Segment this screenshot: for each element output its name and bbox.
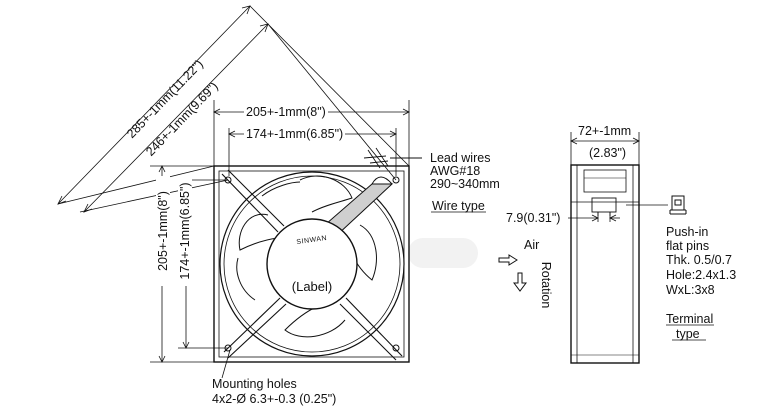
mounting-line1: Mounting holes [212, 377, 297, 391]
terminal-type-title-2: type [676, 327, 700, 341]
fan-shroud [219, 171, 405, 357]
wire-line2: AWG#18 [430, 164, 481, 178]
overlay-pill [408, 238, 478, 268]
rotation-label: Rotation [539, 261, 553, 309]
terminal-block [591, 197, 617, 213]
terminal-line4: Hole:2.4x1.3 [666, 268, 737, 282]
terminal-line3: Thk. 0.5/0.7 [666, 253, 733, 267]
depth-dimension-lines [568, 132, 668, 222]
fan-hub [266, 218, 358, 310]
height-outer-label: 205+-1mm(8") [156, 176, 170, 286]
diagonal-dimension-lines [57, 5, 410, 213]
side-view [570, 164, 640, 364]
depth-inch-label: (2.83") [589, 146, 627, 160]
brand-label: SINWAN [296, 235, 327, 246]
depth-label: 72+-1mm [578, 124, 632, 138]
terminal-pin-icon [669, 195, 687, 215]
side-view-body [570, 164, 640, 364]
terminal-line5: WxL:3x8 [666, 283, 715, 297]
fan-center-label: (Label) [292, 279, 332, 294]
terminal-type-title-1: Terminal [666, 312, 714, 326]
air-direction-arrow-icon [498, 254, 518, 266]
terminal-line1: Push-in [666, 225, 709, 239]
width-inner-label: 174+-1mm(6.85") [244, 127, 346, 141]
air-label: Air [524, 238, 540, 252]
wire-line3: 290~340mm [430, 177, 500, 191]
terminal-line2: flat pins [666, 239, 710, 253]
terminal-offset-label: 7.9(0.31") [506, 211, 561, 225]
rotation-direction-arrow-icon [513, 272, 527, 292]
wire-line1: Lead wires [430, 151, 491, 165]
lead-wire-marker [363, 147, 422, 169]
width-outer-label: 205+-1mm(8") [244, 105, 328, 119]
mounting-line2: 4x2-Ø 6.3+-0.3 (0.25") [212, 392, 337, 406]
fan-struts [221, 169, 403, 361]
fan-frame [213, 165, 410, 363]
wire-type-title: Wire type [432, 199, 485, 213]
mounting-hole-markers [224, 176, 400, 352]
height-inner-label: 174+-1mm(6.85") [178, 176, 192, 286]
